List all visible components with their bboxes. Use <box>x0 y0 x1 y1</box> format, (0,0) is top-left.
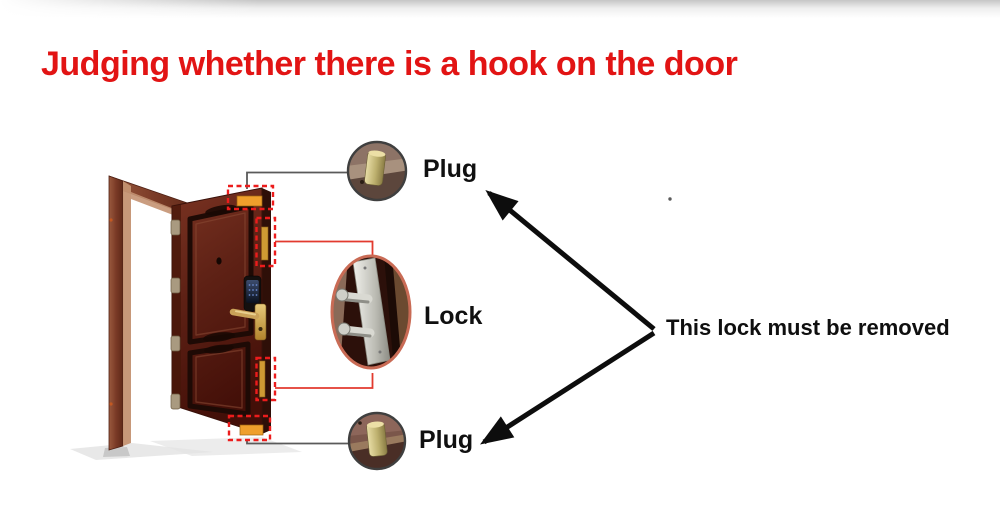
lock-photo-inset <box>330 254 412 370</box>
arrow-to-bottom-plug <box>480 330 656 445</box>
top-plug-hardware <box>236 195 263 207</box>
page-title: Judging whether there is a hook on the d… <box>41 45 738 83</box>
lock-marker-lower <box>255 356 277 402</box>
red-dashed-markers <box>226 184 277 442</box>
plug-photo-bottom <box>347 411 407 471</box>
door-handle <box>229 303 267 341</box>
lock-leader-lines <box>275 240 374 389</box>
door-leaf <box>170 187 271 436</box>
plug-photo-top <box>346 140 408 202</box>
door-hinges <box>170 219 181 410</box>
panel-ornaments <box>203 204 237 354</box>
top-edge-shadow <box>0 0 1000 18</box>
hinge-stile <box>172 204 181 406</box>
plug-label-bottom: Plug <box>419 426 474 454</box>
lock-keypad <box>243 275 262 312</box>
lock-label: Lock <box>424 302 483 330</box>
arrow-to-top-plug <box>485 189 656 331</box>
hook-bolts <box>335 288 375 338</box>
floor-shadows <box>70 437 302 460</box>
plug-marker-bottom <box>227 414 272 442</box>
annotation-arrows <box>480 189 656 445</box>
lock-marker-upper <box>255 216 277 268</box>
lock-removal-annotation: This lock must be removed <box>666 315 950 340</box>
edge-hardware <box>236 195 269 436</box>
plug-label-top: Plug <box>423 155 478 183</box>
stray-dot <box>668 197 672 201</box>
bottom-plug-hardware <box>239 424 264 436</box>
peephole <box>216 257 222 265</box>
